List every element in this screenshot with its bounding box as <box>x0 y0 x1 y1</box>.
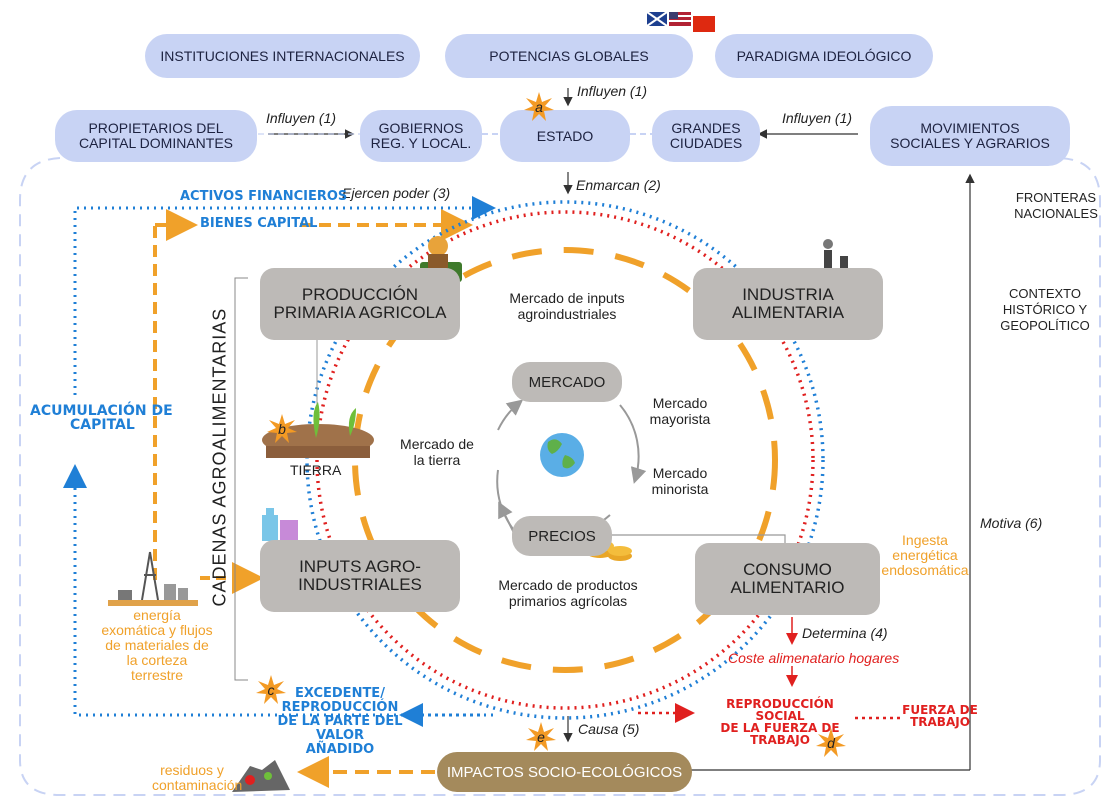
globe-icon <box>540 433 584 477</box>
label-coste: Coste alimenatario hogares <box>728 650 900 666</box>
label-influyen-left: Influyen (1) <box>266 110 337 126</box>
oil-rig-icon <box>108 551 198 606</box>
box-inputs: INPUTS AGRO-INDUSTRIALES <box>260 540 460 612</box>
box-mercado: MERCADO <box>512 362 622 402</box>
outer-frame <box>19 157 1101 796</box>
label-influyen-top: Influyen (1) <box>577 83 648 99</box>
marker-b: b <box>267 414 297 444</box>
marker-d: d <box>816 728 846 758</box>
box-impactos: IMPACTOS SOCIO-ECOLÓGICOS <box>437 752 692 792</box>
flags-icon <box>646 11 715 32</box>
label-influyen-right: Influyen (1) <box>782 110 853 126</box>
marker-a: a <box>524 92 554 122</box>
label-motiva: Motiva (6) <box>980 515 1043 531</box>
label-causa: Causa (5) <box>578 721 640 737</box>
pill-paradigma: PARADIGMA IDEOLÓGICO <box>715 34 933 78</box>
label-determina: Determina (4) <box>802 625 888 641</box>
pill-potencias: POTENCIAS GLOBALES <box>445 34 693 78</box>
waste-pile-icon <box>232 760 290 792</box>
label-ejercen: Ejercen poder (3) <box>342 185 451 201</box>
label-activos: ACTIVOS FINANCIEROS <box>180 189 348 204</box>
box-precios: PRECIOS <box>512 516 612 556</box>
pill-instituciones: INSTITUCIONES INTERNACIONALES <box>145 34 420 78</box>
label-bienes: BIENES CAPITAL <box>200 216 318 231</box>
marker-c: c <box>256 675 286 705</box>
label-enmarcan: Enmarcan (2) <box>576 177 661 193</box>
marker-e: e <box>526 722 556 752</box>
chemical-jars-icon <box>262 508 298 542</box>
label-cadenas: CADENAS AGROALIMENTARIAS <box>209 307 230 607</box>
label-tierra: TIERRA <box>290 462 342 478</box>
pill-estado: ESTADO <box>500 110 630 162</box>
